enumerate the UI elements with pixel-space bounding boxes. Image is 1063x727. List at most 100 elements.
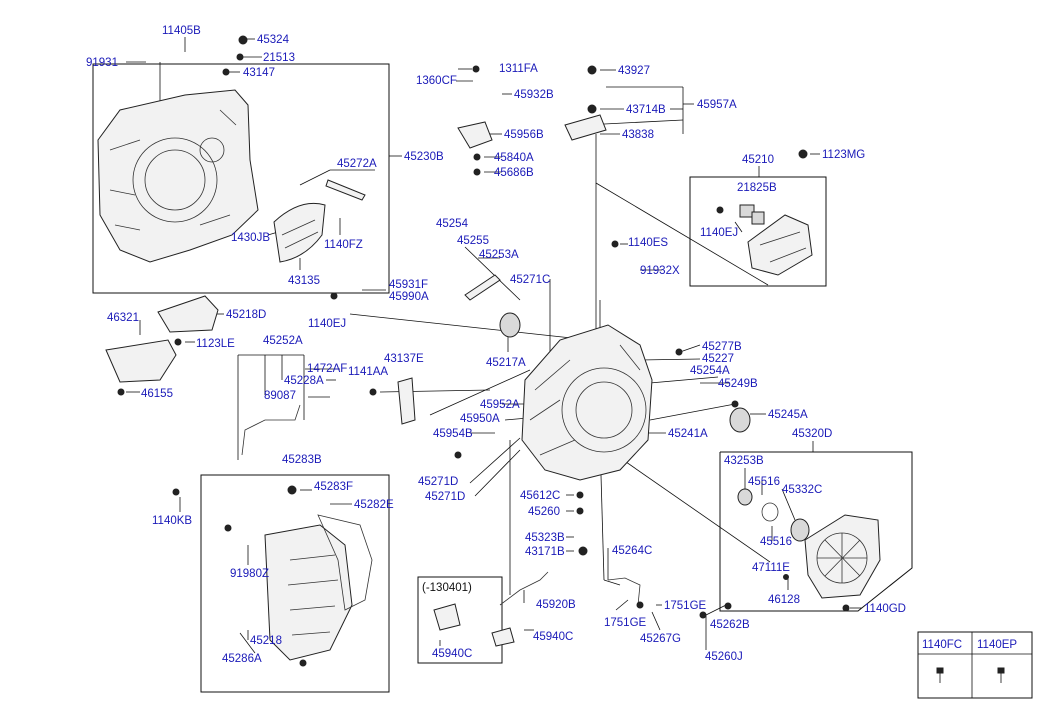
label-45612C: 45612C bbox=[520, 490, 560, 502]
label-45271C: 45271C bbox=[510, 274, 550, 286]
legend-table bbox=[917, 631, 1033, 699]
legend-col1-label: 1140FC bbox=[922, 639, 962, 651]
gear-43253B bbox=[737, 488, 753, 506]
label-45320D: 45320D bbox=[792, 428, 832, 440]
label-1311FA: 1311FA bbox=[499, 63, 538, 75]
label-45283B: 45283B bbox=[282, 454, 322, 466]
label-45283F: 45283F bbox=[314, 481, 353, 493]
label-45249B: 45249B bbox=[718, 378, 758, 390]
label-11405B: 11405B bbox=[162, 25, 201, 37]
label-1140ES: 1140ES bbox=[628, 237, 668, 249]
seal-45245A bbox=[729, 407, 751, 433]
label-1140KB: 1140KB bbox=[152, 515, 192, 527]
label-1140FZ: 1140FZ bbox=[324, 239, 363, 251]
label-46128: 46128 bbox=[768, 594, 800, 606]
label-45954B: 45954B bbox=[433, 428, 473, 440]
pipe-45252A bbox=[241, 404, 301, 456]
solenoid-45210 bbox=[739, 204, 813, 276]
label-1751GE-b: 1751GE bbox=[604, 617, 647, 629]
bracket-45940C-variant bbox=[433, 603, 461, 631]
label-45253A: 45253A bbox=[479, 249, 519, 261]
label-45252A: 45252A bbox=[263, 335, 303, 347]
label-45957A: 45957A bbox=[697, 99, 737, 111]
label-43147: 43147 bbox=[243, 67, 275, 79]
label-45217A: 45217A bbox=[486, 357, 526, 369]
label-45264C: 45264C bbox=[612, 545, 652, 557]
label-45840A: 45840A bbox=[494, 152, 534, 164]
label-45230B: 45230B bbox=[404, 151, 444, 163]
label-1360CF: 1360CF bbox=[416, 75, 457, 87]
label-45940C-a: 45940C bbox=[533, 631, 573, 643]
label-89087: 89087 bbox=[264, 390, 296, 402]
plate-45218D bbox=[157, 295, 219, 333]
label-1430JB: 1430JB bbox=[231, 232, 270, 244]
label-43135: 43135 bbox=[288, 275, 320, 287]
label-1123MG: 1123MG bbox=[822, 149, 865, 161]
harness-45920B bbox=[491, 571, 549, 647]
harness-45264C bbox=[607, 577, 641, 606]
label-45990A: 45990A bbox=[389, 291, 429, 303]
label-91931: 91931 bbox=[86, 57, 118, 69]
label-45228A: 45228A bbox=[284, 375, 324, 387]
label-45516-b: 45516 bbox=[760, 536, 792, 548]
bracket-43137E bbox=[397, 377, 416, 425]
label-1141AA: 1141AA bbox=[348, 366, 388, 378]
label-43714B: 43714B bbox=[626, 104, 666, 116]
housing-group-box bbox=[92, 63, 390, 294]
label-1140EJ-b: 1140EJ bbox=[308, 318, 346, 330]
label-45286A: 45286A bbox=[222, 653, 262, 665]
label-45210: 45210 bbox=[742, 154, 774, 166]
label-45267G: 45267G bbox=[640, 633, 681, 645]
cover-group-outline bbox=[719, 451, 913, 612]
part-labels: 11405B 45324 91931 21513 43147 45230B 45… bbox=[86, 25, 1017, 665]
fasteners bbox=[117, 35, 1005, 683]
label-45950A: 45950A bbox=[460, 413, 500, 425]
label-91932X: 91932X bbox=[640, 265, 680, 277]
label-45282E: 45282E bbox=[354, 499, 394, 511]
label-45260J: 45260J bbox=[705, 651, 743, 663]
date-variant-box bbox=[417, 576, 503, 664]
label-45262B: 45262B bbox=[710, 619, 750, 631]
rod-45272A bbox=[325, 179, 366, 201]
label-45227: 45227 bbox=[702, 353, 734, 365]
label-45277B: 45277B bbox=[702, 341, 742, 353]
label-date-variant: (-130401) bbox=[422, 582, 472, 594]
label-43927: 43927 bbox=[618, 65, 650, 77]
bell-housing-45230B bbox=[97, 89, 259, 263]
label-45332C: 45332C bbox=[782, 484, 822, 496]
label-21513: 21513 bbox=[263, 52, 295, 64]
filter-46321 bbox=[105, 339, 177, 383]
label-45241A: 45241A bbox=[668, 428, 708, 440]
seal-45217A bbox=[499, 312, 521, 338]
label-47111E: 47111E bbox=[752, 562, 790, 574]
label-45218D: 45218D bbox=[226, 309, 266, 321]
legend-col2-label: 1140EP bbox=[977, 639, 1017, 651]
label-46321: 46321 bbox=[107, 312, 139, 324]
label-45952A: 45952A bbox=[480, 399, 520, 411]
label-45324: 45324 bbox=[257, 34, 290, 46]
label-45254A: 45254A bbox=[690, 365, 730, 377]
label-1140EJ-a: 1140EJ bbox=[700, 227, 738, 239]
label-45931F: 45931F bbox=[389, 279, 428, 291]
label-43171B: 43171B bbox=[525, 546, 565, 558]
label-1751GE-a: 1751GE bbox=[664, 600, 707, 612]
label-43838: 43838 bbox=[622, 129, 654, 141]
gasket-45282E bbox=[317, 514, 373, 611]
label-91980Z: 91980Z bbox=[230, 568, 269, 580]
label-45686B: 45686B bbox=[494, 167, 534, 179]
label-45218: 45218 bbox=[250, 635, 282, 647]
oil-pan-group-box bbox=[200, 474, 390, 693]
label-45920B: 45920B bbox=[536, 599, 576, 611]
lever-45253A bbox=[464, 274, 501, 301]
label-46155: 46155 bbox=[141, 388, 173, 400]
label-21825B: 21825B bbox=[737, 182, 777, 194]
label-43137E: 43137E bbox=[384, 353, 424, 365]
label-1123LE: 1123LE bbox=[196, 338, 235, 350]
label-1140GD: 1140GD bbox=[864, 603, 906, 615]
label-45956B: 45956B bbox=[504, 129, 544, 141]
label-45940C-b: 45940C bbox=[432, 648, 472, 660]
label-45245A: 45245A bbox=[768, 409, 808, 421]
bearing-45332C bbox=[790, 518, 810, 542]
label-45255: 45255 bbox=[457, 235, 489, 247]
